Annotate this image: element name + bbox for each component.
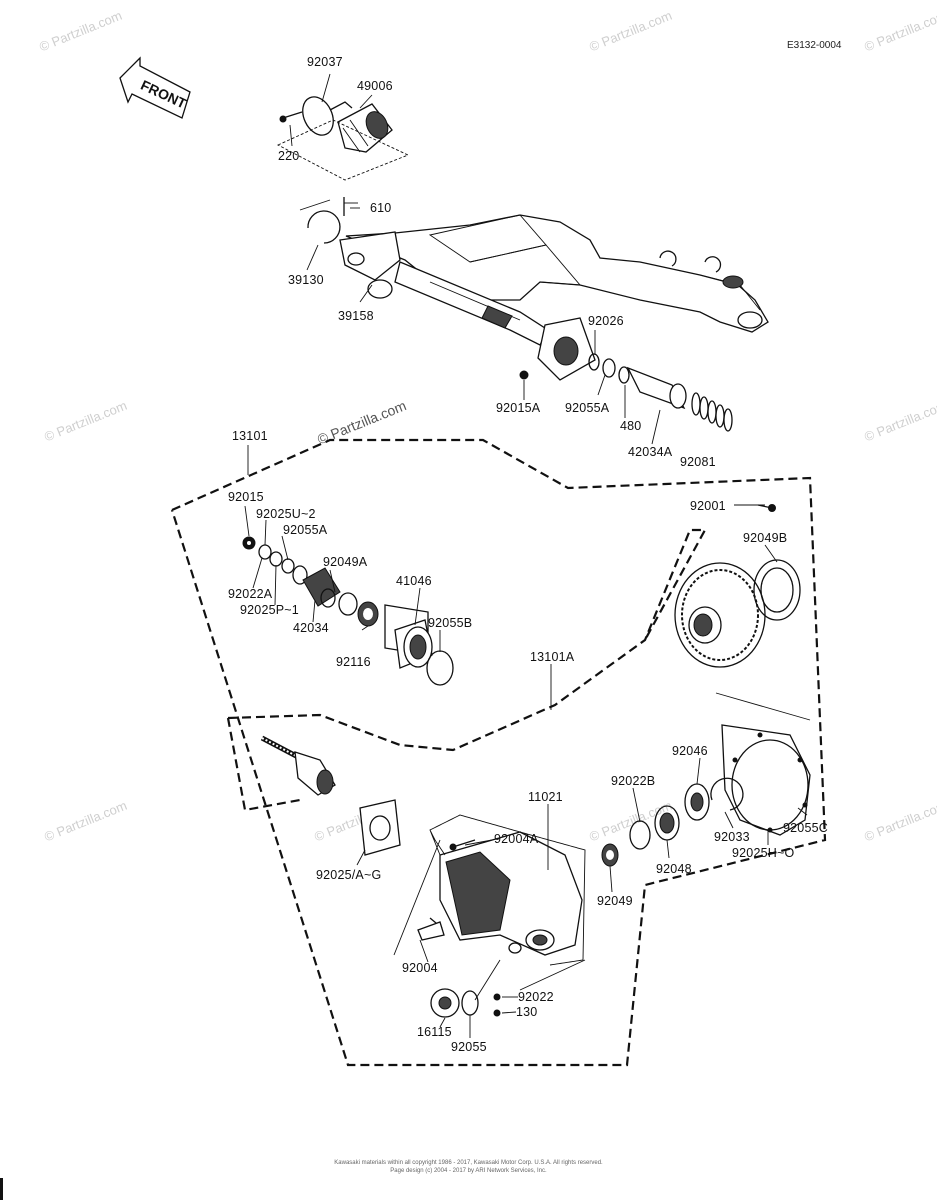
- part-label[interactable]: 92025/A~G: [316, 868, 382, 882]
- copyright-line: Kawasaki materials within all copyright …: [334, 1160, 603, 1166]
- part-label[interactable]: 92049B: [743, 531, 788, 545]
- drain-plug: [430, 959, 501, 1018]
- gasket: [359, 799, 401, 856]
- gear-cover: [710, 692, 811, 836]
- boot-assembly: [276, 96, 410, 181]
- group-outline-13101A: [227, 528, 707, 752]
- part-label[interactable]: 16115: [417, 1025, 452, 1039]
- part-label[interactable]: 92055A: [565, 401, 610, 415]
- part-label[interactable]: 42034A: [628, 445, 673, 459]
- leader-lines: [244, 73, 808, 1038]
- part-label[interactable]: 92055: [451, 1040, 487, 1054]
- part-label[interactable]: 130: [516, 1005, 538, 1019]
- pinion-bearing-stack: [242, 536, 379, 627]
- part-label[interactable]: 39158: [338, 309, 374, 323]
- part-label[interactable]: 92025P~1: [240, 603, 299, 617]
- part-label[interactable]: 49006: [357, 79, 393, 93]
- pinion-gear: [260, 735, 336, 796]
- part-label[interactable]: 11021: [528, 790, 563, 804]
- part-label[interactable]: 92037: [307, 55, 343, 69]
- part-label[interactable]: 610: [370, 201, 392, 215]
- part-label[interactable]: 92025H~O: [732, 846, 795, 860]
- copyright-line: Page design (c) 2004 - 2017 by ARI Netwo…: [390, 1168, 547, 1174]
- part-label[interactable]: 92015: [228, 490, 264, 504]
- front-arrow-icon: FRONT: [119, 56, 191, 119]
- circlip-39130: [307, 210, 341, 244]
- part-label[interactable]: 92022: [518, 990, 554, 1004]
- group-outline-13101: [170, 438, 827, 1067]
- pin-610: [299, 197, 358, 216]
- swingarm: [339, 214, 769, 381]
- part-label[interactable]: 39130: [288, 273, 324, 287]
- gear-case-11021: [393, 814, 586, 991]
- part-label[interactable]: 92055A: [283, 523, 328, 537]
- part-label[interactable]: 42034: [293, 621, 329, 635]
- part-label[interactable]: 92022B: [611, 774, 656, 788]
- part-label[interactable]: 92081: [680, 455, 716, 469]
- part-label[interactable]: 41046: [396, 574, 432, 588]
- part-label[interactable]: 92026: [588, 314, 624, 328]
- part-label[interactable]: 92004: [402, 961, 438, 975]
- part-label[interactable]: 480: [620, 419, 642, 433]
- part-label[interactable]: 92046: [672, 744, 708, 758]
- diagram-code: E3132-0004: [787, 40, 842, 51]
- part-label[interactable]: 220: [278, 149, 300, 163]
- group-outline-segment: [226, 717, 301, 812]
- part-label[interactable]: 92015A: [496, 401, 541, 415]
- page-edge-marker: [0, 1178, 3, 1200]
- part-label[interactable]: 92025U~2: [256, 507, 316, 521]
- ring-gear: [674, 504, 801, 668]
- part-label[interactable]: 92055B: [428, 616, 473, 630]
- rear-joint-parts: [519, 353, 733, 432]
- part-label[interactable]: 92049: [597, 894, 633, 908]
- part-label[interactable]: 92004A: [494, 832, 539, 846]
- part-label[interactable]: 13101: [232, 429, 268, 443]
- final-bearings: [601, 783, 710, 867]
- part-label[interactable]: 92022A: [228, 587, 273, 601]
- part-label[interactable]: 13101A: [530, 650, 575, 664]
- part-label[interactable]: 92116: [336, 655, 371, 669]
- part-label[interactable]: 92033: [714, 830, 750, 844]
- pinion-housing-41046: [384, 604, 454, 686]
- part-label[interactable]: 92001: [690, 499, 726, 513]
- part-label[interactable]: 92049A: [323, 555, 368, 569]
- part-label[interactable]: 92055C: [783, 821, 828, 835]
- part-label[interactable]: 92048: [656, 862, 692, 876]
